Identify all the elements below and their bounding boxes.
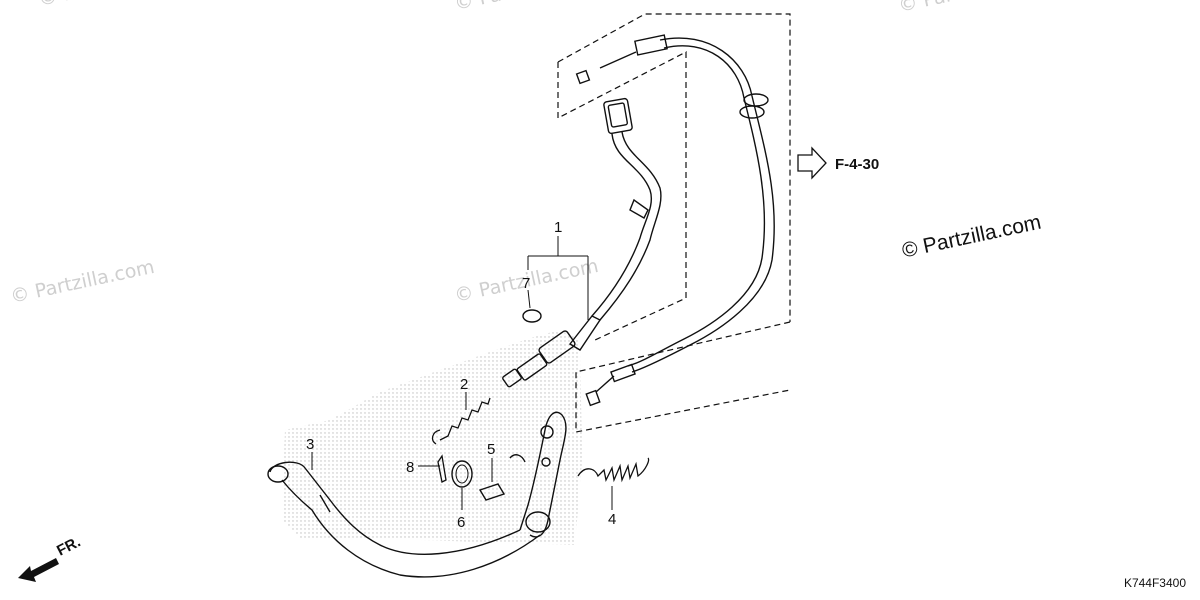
washer-inner [455,464,469,484]
pedal-part-3 [267,411,567,578]
callout-4: 4 [608,511,616,528]
watermark-top-left: © Partzilla.com [36,0,184,11]
callout-8: 8 [406,459,414,476]
spring-part-4 [577,457,650,483]
watermark-top-center: © Partzilla.com [452,0,600,15]
reference-label: F-4-30 [835,156,879,173]
lower-dashed-box [575,321,791,433]
diagram-code: K744F3400 [1123,576,1186,590]
leader-lines [311,236,613,510]
reference-arrow: F-4-30 [797,146,879,180]
callout-7: 7 [522,275,530,292]
direction-arrow-icon [18,558,59,582]
callout-1: 1 [554,219,562,236]
callout-3: 3 [306,436,314,453]
upper-dashed-box-left [557,51,687,341]
cotter-pin-part-8 [437,454,447,483]
callout-2: 2 [460,376,468,393]
nut-part-5 [478,483,506,501]
front-direction-indicator: FR. [18,533,83,582]
clip-part-7 [522,309,542,323]
watermark-top-right: © Partzilla.com [896,0,1044,17]
outline-arrow-icon [797,146,827,180]
watermark-left: © Partzilla.com [8,256,156,308]
callout-6: 6 [457,514,465,531]
direction-label: FR. [54,533,83,559]
assembly-boxes [557,13,791,433]
spring-part-2 [431,397,491,445]
callout-5: 5 [487,441,495,458]
upper-dashed-box [557,13,791,322]
washer-part-6 [451,460,473,488]
switch-wire-assembly [502,97,662,388]
background-watermarks: © Partzilla.com © Partzilla.com © Partzi… [8,0,1044,308]
cable-assembly [575,34,775,407]
